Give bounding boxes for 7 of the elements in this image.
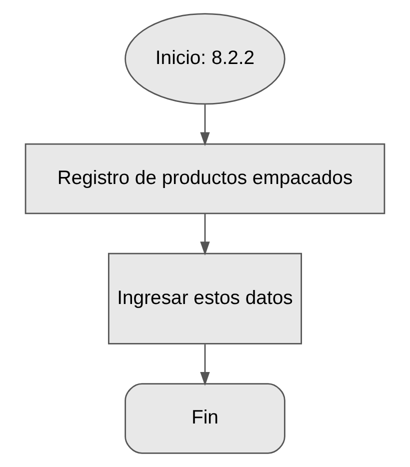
arrow (200, 104, 210, 146)
node-box: Fin (124, 383, 286, 454)
node-box: Ingresar estos datos (108, 252, 302, 344)
node-box: Registro de productos empacados (24, 143, 386, 214)
node-ellipse: Inicio: 8.2.2 (124, 13, 286, 105)
arrow (200, 214, 210, 256)
arrow (200, 344, 210, 386)
